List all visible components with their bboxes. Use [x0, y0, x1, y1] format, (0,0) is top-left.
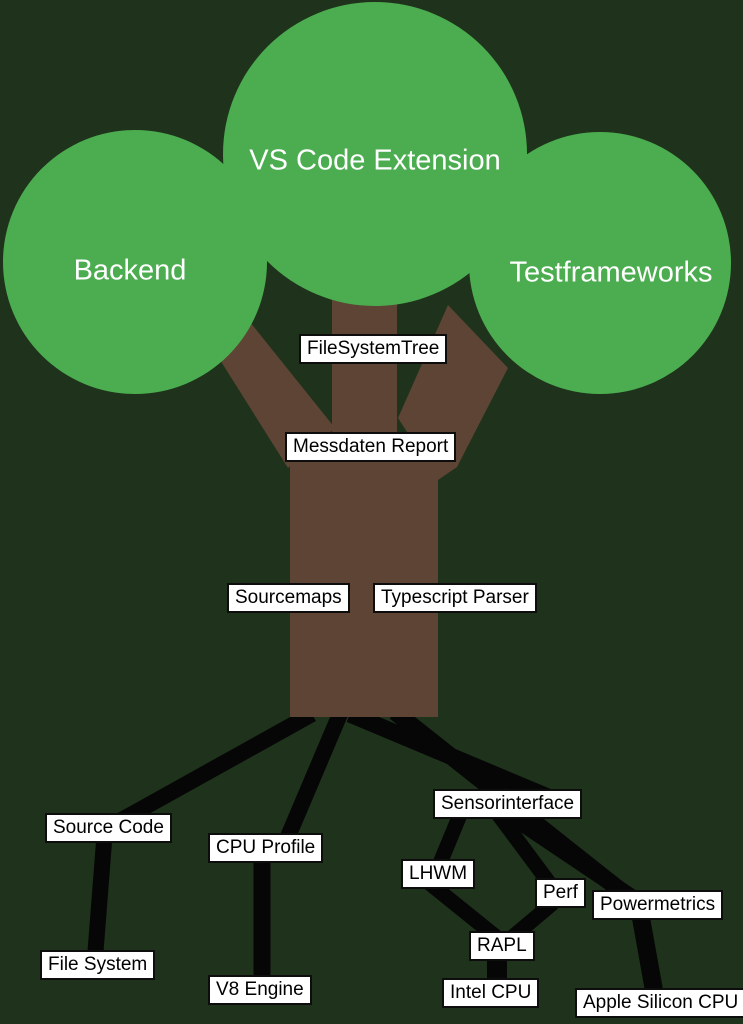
left-branch-shape — [215, 322, 335, 468]
edge-perf-to-rapl — [504, 897, 558, 946]
middle-branch-shape — [332, 280, 397, 470]
trunk-layer — [215, 280, 508, 717]
root-edges-layer — [87, 705, 664, 998]
edge-trunk-to-cpu-profile — [276, 710, 348, 850]
edge-trunk-to-source-code — [114, 707, 316, 829]
trunk-shape — [290, 462, 438, 717]
backend-foliage-circle — [3, 130, 267, 394]
edge-sensorinterface-to-perf — [488, 805, 560, 893]
edge-sensorinterface-to-powermetrics — [500, 805, 641, 907]
canopy-label-vs-code-extension: VS Code Extension — [249, 144, 501, 177]
edge-sensorinterface-to-lhwm — [431, 807, 469, 871]
canopy-label-testframeworks: Testframeworks — [509, 256, 713, 289]
edge-source-code-to-file-system — [87, 841, 112, 959]
canopy-layer — [3, 2, 731, 394]
edge-lhwm-to-rapl — [423, 876, 505, 946]
canopy-label-backend: Backend — [73, 254, 187, 287]
vs-code-extension-foliage-circle — [223, 2, 527, 306]
edge-powermetrics-to-apple-silicon-cpu — [632, 916, 664, 998]
testframeworks-foliage-circle — [469, 132, 731, 394]
